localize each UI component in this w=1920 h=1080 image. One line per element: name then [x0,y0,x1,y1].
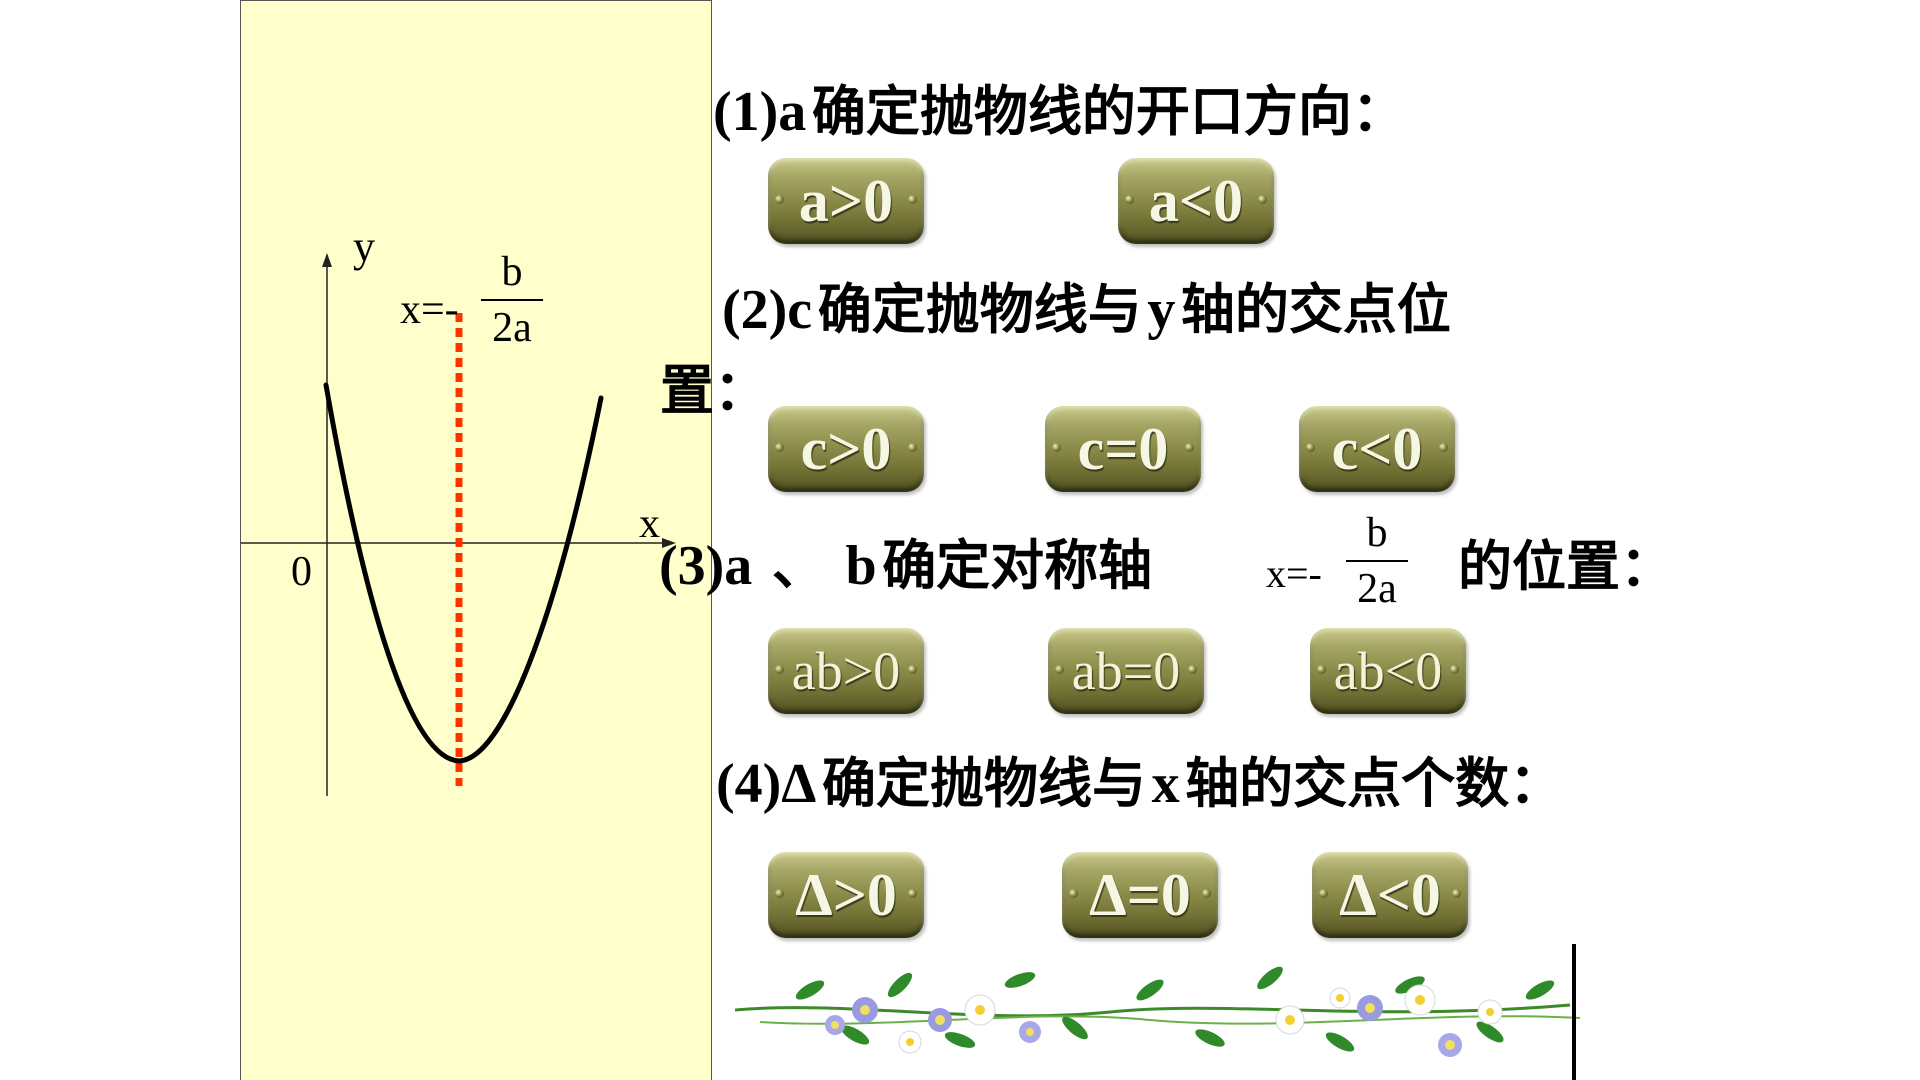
origin-label: 0 [291,549,312,595]
blue-flower-icon [825,995,1462,1057]
button-a-lt-0[interactable]: a<0 [1118,158,1274,244]
fraction-numerator: b [501,249,523,295]
section-3-equation-prefix: x=- [1266,551,1322,596]
section-3-heading-tail: 的位置： [1458,535,1674,598]
y-axis-arrow [322,253,332,267]
axis-equation-prefix: x=- [400,287,459,333]
section-2-heading: (2)c 确定抛物线与 y 轴的交点位 [722,278,1451,341]
fraction-denominator: 2a [492,304,532,351]
button-c-eq-0[interactable]: c=0 [1045,406,1201,492]
x-axis-arrow [662,538,676,548]
section-1-heading: (1)a 确定抛物线的开口方向： [713,80,1406,143]
button-delta-eq-0[interactable]: Δ=0 [1062,852,1218,938]
button-delta-lt-0[interactable]: Δ<0 [1312,852,1468,938]
axis-equation-fraction: b 2a [481,251,543,349]
white-flower-icon [898,984,1503,1054]
graph-panel: y x 0 x=- b 2a [240,0,712,1080]
button-ab-lt-0[interactable]: ab<0 [1310,628,1466,714]
button-c-gt-0[interactable]: c>0 [768,406,924,492]
button-ab-gt-0[interactable]: ab>0 [768,628,924,714]
parabola-graph [241,253,676,796]
parabola-curve [323,382,604,764]
section-2-heading-wrap: 置： [660,359,768,422]
button-delta-gt-0[interactable]: Δ>0 [768,852,924,938]
y-axis-label: y [353,222,375,271]
section-3-heading: (3)a 、 b 确定对称轴 [659,534,1153,597]
button-a-gt-0[interactable]: a>0 [768,158,924,244]
x-axis-label: x [639,501,660,547]
section-3-equation-fraction: b 2a [1346,512,1408,610]
flower-garland-decoration [734,966,1581,1057]
button-c-lt-0[interactable]: c<0 [1299,406,1455,492]
vertical-rule [1572,944,1576,1080]
button-ab-eq-0[interactable]: ab=0 [1048,628,1204,714]
fraction-bar [481,299,543,301]
section-4-heading: (4)Δ 确定抛物线与 x 轴的交点个数： [716,752,1564,815]
